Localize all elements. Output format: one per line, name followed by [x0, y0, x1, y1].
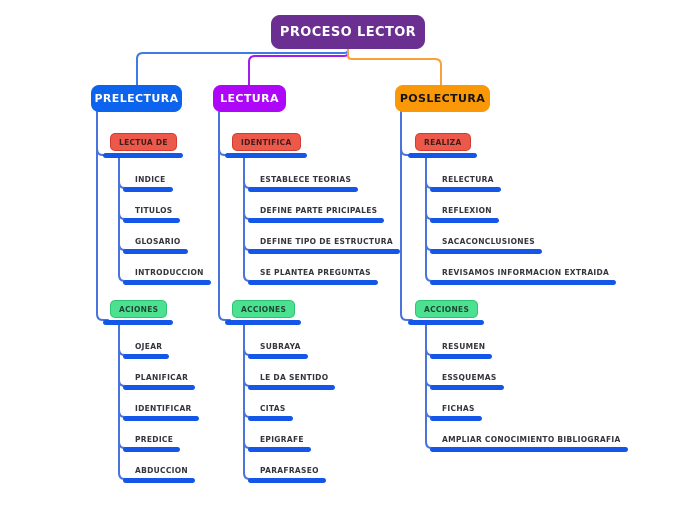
branch-topic-poslectura[interactable]: POSLECTURA [395, 85, 490, 112]
leaf-define-parte-pricipales[interactable]: DEFINE PARTE PRICIPALES [248, 206, 385, 223]
underline-bar [103, 153, 183, 158]
root-topic-proceso-lector[interactable]: PROCESO LECTOR [271, 15, 425, 49]
subtopic-lectua-de[interactable]: LECTUA DE [103, 133, 183, 158]
subtopic-label: IDENTIFICA [232, 133, 301, 151]
subtopic-label: ACIONES [110, 300, 168, 318]
underline-bar [225, 153, 307, 158]
branch-topic-prelectura[interactable]: PRELECTURA [91, 85, 182, 112]
underline-bar [225, 320, 302, 325]
leaf-ampliar-conocimiento-bibliografia[interactable]: AMPLIAR CONOCIMIENTO BIBLIOGRAFIA [430, 435, 628, 452]
subtopic-acciones-lectura[interactable]: ACCIONES [225, 300, 302, 325]
leaf-predice[interactable]: PREDICE [123, 435, 181, 452]
underline-bar [430, 385, 504, 390]
underline-bar [430, 416, 482, 421]
leaf-fichas[interactable]: FICHAS [430, 404, 482, 421]
leaf-resumen[interactable]: RESUMEN [430, 342, 493, 359]
leaf-citas[interactable]: CITAS [248, 404, 293, 421]
underline-bar [430, 218, 499, 223]
underline-bar [248, 447, 311, 452]
leaf-epigrafe[interactable]: EPIGRAFE [248, 435, 311, 452]
underline-bar [248, 385, 336, 390]
subtopic-aciones[interactable]: ACIONES [103, 300, 174, 325]
leaf-indice[interactable]: INDICE [123, 175, 173, 192]
leaf-se-plantea-preguntas[interactable]: SE PLANTEA PREGUNTAS [248, 268, 378, 285]
leaf-sacaconclusiones[interactable]: SACACONCLUSIONES [430, 237, 542, 254]
underline-bar [408, 153, 477, 158]
subtopic-realiza[interactable]: REALIZA [408, 133, 477, 158]
underline-bar [123, 187, 173, 192]
underline-bar [408, 320, 485, 325]
leaf-abduccion[interactable]: ABDUCCION [123, 466, 195, 483]
leaf-parafraseo[interactable]: PARAFRASEO [248, 466, 326, 483]
underline-bar [248, 280, 378, 285]
underline-bar [430, 447, 628, 452]
leaf-identificar[interactable]: IDENTIFICAR [123, 404, 199, 421]
leaf-revisamos-informacion-extraida[interactable]: REVISAMOS INFORMACION EXTRAIDA [430, 268, 617, 285]
connector-root-prelectura [136, 47, 349, 86]
branch-topic-lectura[interactable]: LECTURA [213, 85, 286, 112]
underline-bar [123, 385, 196, 390]
underline-bar [248, 187, 359, 192]
underline-bar [123, 478, 195, 483]
underline-bar [123, 249, 188, 254]
leaf-subraya[interactable]: SUBRAYA [248, 342, 308, 359]
leaf-le-da-sentido[interactable]: LE DA SENTIDO [248, 373, 336, 390]
leaf-ojear[interactable]: OJEAR [123, 342, 170, 359]
leaf-relectura[interactable]: RELECTURA [430, 175, 501, 192]
subtopic-label: ACCIONES [415, 300, 479, 318]
underline-bar [123, 280, 211, 285]
underline-bar [123, 416, 199, 421]
subtopic-label: ACCIONES [232, 300, 296, 318]
leaf-glosario[interactable]: GLOSARIO [123, 237, 188, 254]
leaf-planificar[interactable]: PLANIFICAR [123, 373, 196, 390]
underline-bar [248, 416, 293, 421]
underline-bar [248, 354, 308, 359]
subtopic-acciones-poslectura[interactable]: ACCIONES [408, 300, 485, 325]
underline-bar [430, 280, 617, 285]
underline-bar [123, 447, 181, 452]
underline-bar [430, 187, 501, 192]
leaf-establece-teorias[interactable]: ESTABLECE TEORIAS [248, 175, 359, 192]
underline-bar [103, 320, 174, 325]
leaf-define-tipo-de-estructura[interactable]: DEFINE TIPO DE ESTRUCTURA [248, 237, 400, 254]
underline-bar [123, 218, 180, 223]
subtopic-label: LECTUA DE [110, 133, 177, 151]
underline-bar [430, 249, 542, 254]
underline-bar [248, 249, 400, 254]
underline-bar [430, 354, 493, 359]
leaf-introduccion[interactable]: INTRODUCCION [123, 268, 211, 285]
leaf-titulos[interactable]: TITULOS [123, 206, 180, 223]
subtopic-label: REALIZA [415, 133, 471, 151]
underline-bar [123, 354, 170, 359]
underline-bar [248, 478, 326, 483]
subtopic-identifica[interactable]: IDENTIFICA [225, 133, 307, 158]
connector-root-poslectura [347, 47, 442, 86]
leaf-essquemas[interactable]: ESSQUEMAS [430, 373, 504, 390]
leaf-reflexion[interactable]: REFLEXION [430, 206, 499, 223]
underline-bar [248, 218, 385, 223]
